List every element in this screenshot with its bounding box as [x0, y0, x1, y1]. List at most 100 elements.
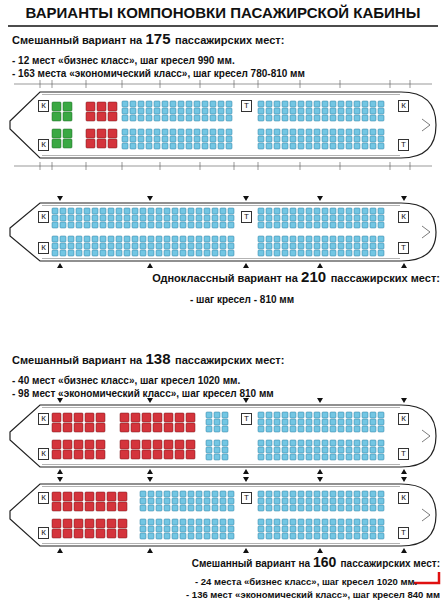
- seat: [84, 236, 90, 242]
- seat: [322, 143, 328, 149]
- seat: [52, 492, 61, 501]
- seat: [362, 136, 368, 142]
- seat: [290, 412, 296, 418]
- seat: [146, 115, 152, 121]
- seat: [202, 101, 208, 107]
- seat: [338, 136, 344, 142]
- seat: [370, 115, 376, 121]
- seat: [354, 222, 360, 228]
- seat: [258, 250, 264, 256]
- seat: [108, 236, 114, 242]
- seat: [354, 505, 360, 511]
- seat: [92, 236, 98, 242]
- seat: [282, 491, 288, 497]
- seat: [354, 533, 360, 539]
- seat: [290, 505, 296, 511]
- seat: [74, 440, 83, 449]
- seat: [92, 215, 98, 221]
- seat: [266, 136, 272, 142]
- seat: [258, 136, 264, 142]
- seat: [220, 519, 226, 525]
- seat: [274, 250, 280, 256]
- seat: [258, 440, 264, 446]
- seat: [370, 419, 376, 425]
- seat: [170, 115, 176, 121]
- exit-arrow: [243, 263, 249, 268]
- seat: [100, 236, 106, 242]
- seat: [188, 526, 194, 532]
- seat: [362, 129, 368, 135]
- seat: [172, 215, 178, 221]
- seat: [346, 101, 352, 107]
- seat: [298, 454, 304, 460]
- seat: [172, 533, 178, 539]
- seat: [338, 440, 344, 446]
- seat: [212, 491, 218, 497]
- seat: [338, 222, 344, 228]
- seat: [74, 519, 83, 528]
- dimension-tick: [86, 80, 87, 88]
- dimension-tick: [390, 80, 391, 88]
- layout-text: - 12 мест «бизнес класс», шаг кресел 990…: [12, 55, 235, 66]
- seat: [378, 426, 384, 432]
- seat: [274, 129, 280, 135]
- seat: [172, 243, 178, 249]
- seat: [220, 222, 226, 228]
- seat: [130, 115, 136, 121]
- seat: [108, 222, 114, 228]
- exit-arrow: [57, 263, 63, 268]
- seat: [314, 101, 320, 107]
- dimension-tick: [234, 80, 235, 88]
- seat: [212, 526, 218, 532]
- service-box: К: [38, 448, 49, 460]
- seat: [354, 519, 360, 525]
- seat: [370, 129, 376, 135]
- seat: [346, 243, 352, 249]
- dimension-tick: [200, 80, 201, 88]
- seat: [172, 526, 178, 532]
- seat: [258, 426, 264, 432]
- seat: [362, 236, 368, 242]
- seat: [132, 250, 138, 256]
- seat: [266, 215, 272, 221]
- seat: [156, 533, 162, 539]
- seat: [346, 115, 352, 121]
- seat: [354, 101, 360, 107]
- seat: [162, 115, 168, 121]
- seat: [148, 236, 154, 242]
- dimension-tick: [300, 80, 301, 88]
- seat: [258, 208, 264, 214]
- seat: [164, 450, 173, 459]
- seat: [63, 529, 72, 538]
- seat: [226, 101, 232, 107]
- exit-arrow: [147, 548, 153, 553]
- seat: [322, 208, 328, 214]
- seat: [194, 129, 200, 135]
- seat: [330, 412, 336, 418]
- exit-arrow: [243, 196, 249, 201]
- seat: [346, 129, 352, 135]
- seat: [196, 505, 202, 511]
- seat: [290, 143, 296, 149]
- seat: [306, 136, 312, 142]
- service-letter: Т: [244, 494, 249, 502]
- aircraft-plan: [10, 80, 436, 170]
- seat: [362, 440, 368, 446]
- layout-text: Одноклассный вариант на: [152, 272, 298, 284]
- seat: [96, 502, 105, 511]
- seat: [362, 412, 368, 418]
- seat: [142, 450, 151, 459]
- seat: [188, 236, 194, 242]
- seat: [210, 143, 216, 149]
- seat: [186, 440, 195, 449]
- seat: [210, 115, 216, 121]
- seat: [306, 412, 312, 418]
- aircraft-plan: [10, 398, 436, 474]
- seat: [188, 250, 194, 256]
- seat: [220, 250, 226, 256]
- seat: [108, 243, 114, 249]
- seat: [164, 413, 173, 422]
- seat: [274, 243, 280, 249]
- seat: [258, 222, 264, 228]
- seat: [378, 526, 384, 532]
